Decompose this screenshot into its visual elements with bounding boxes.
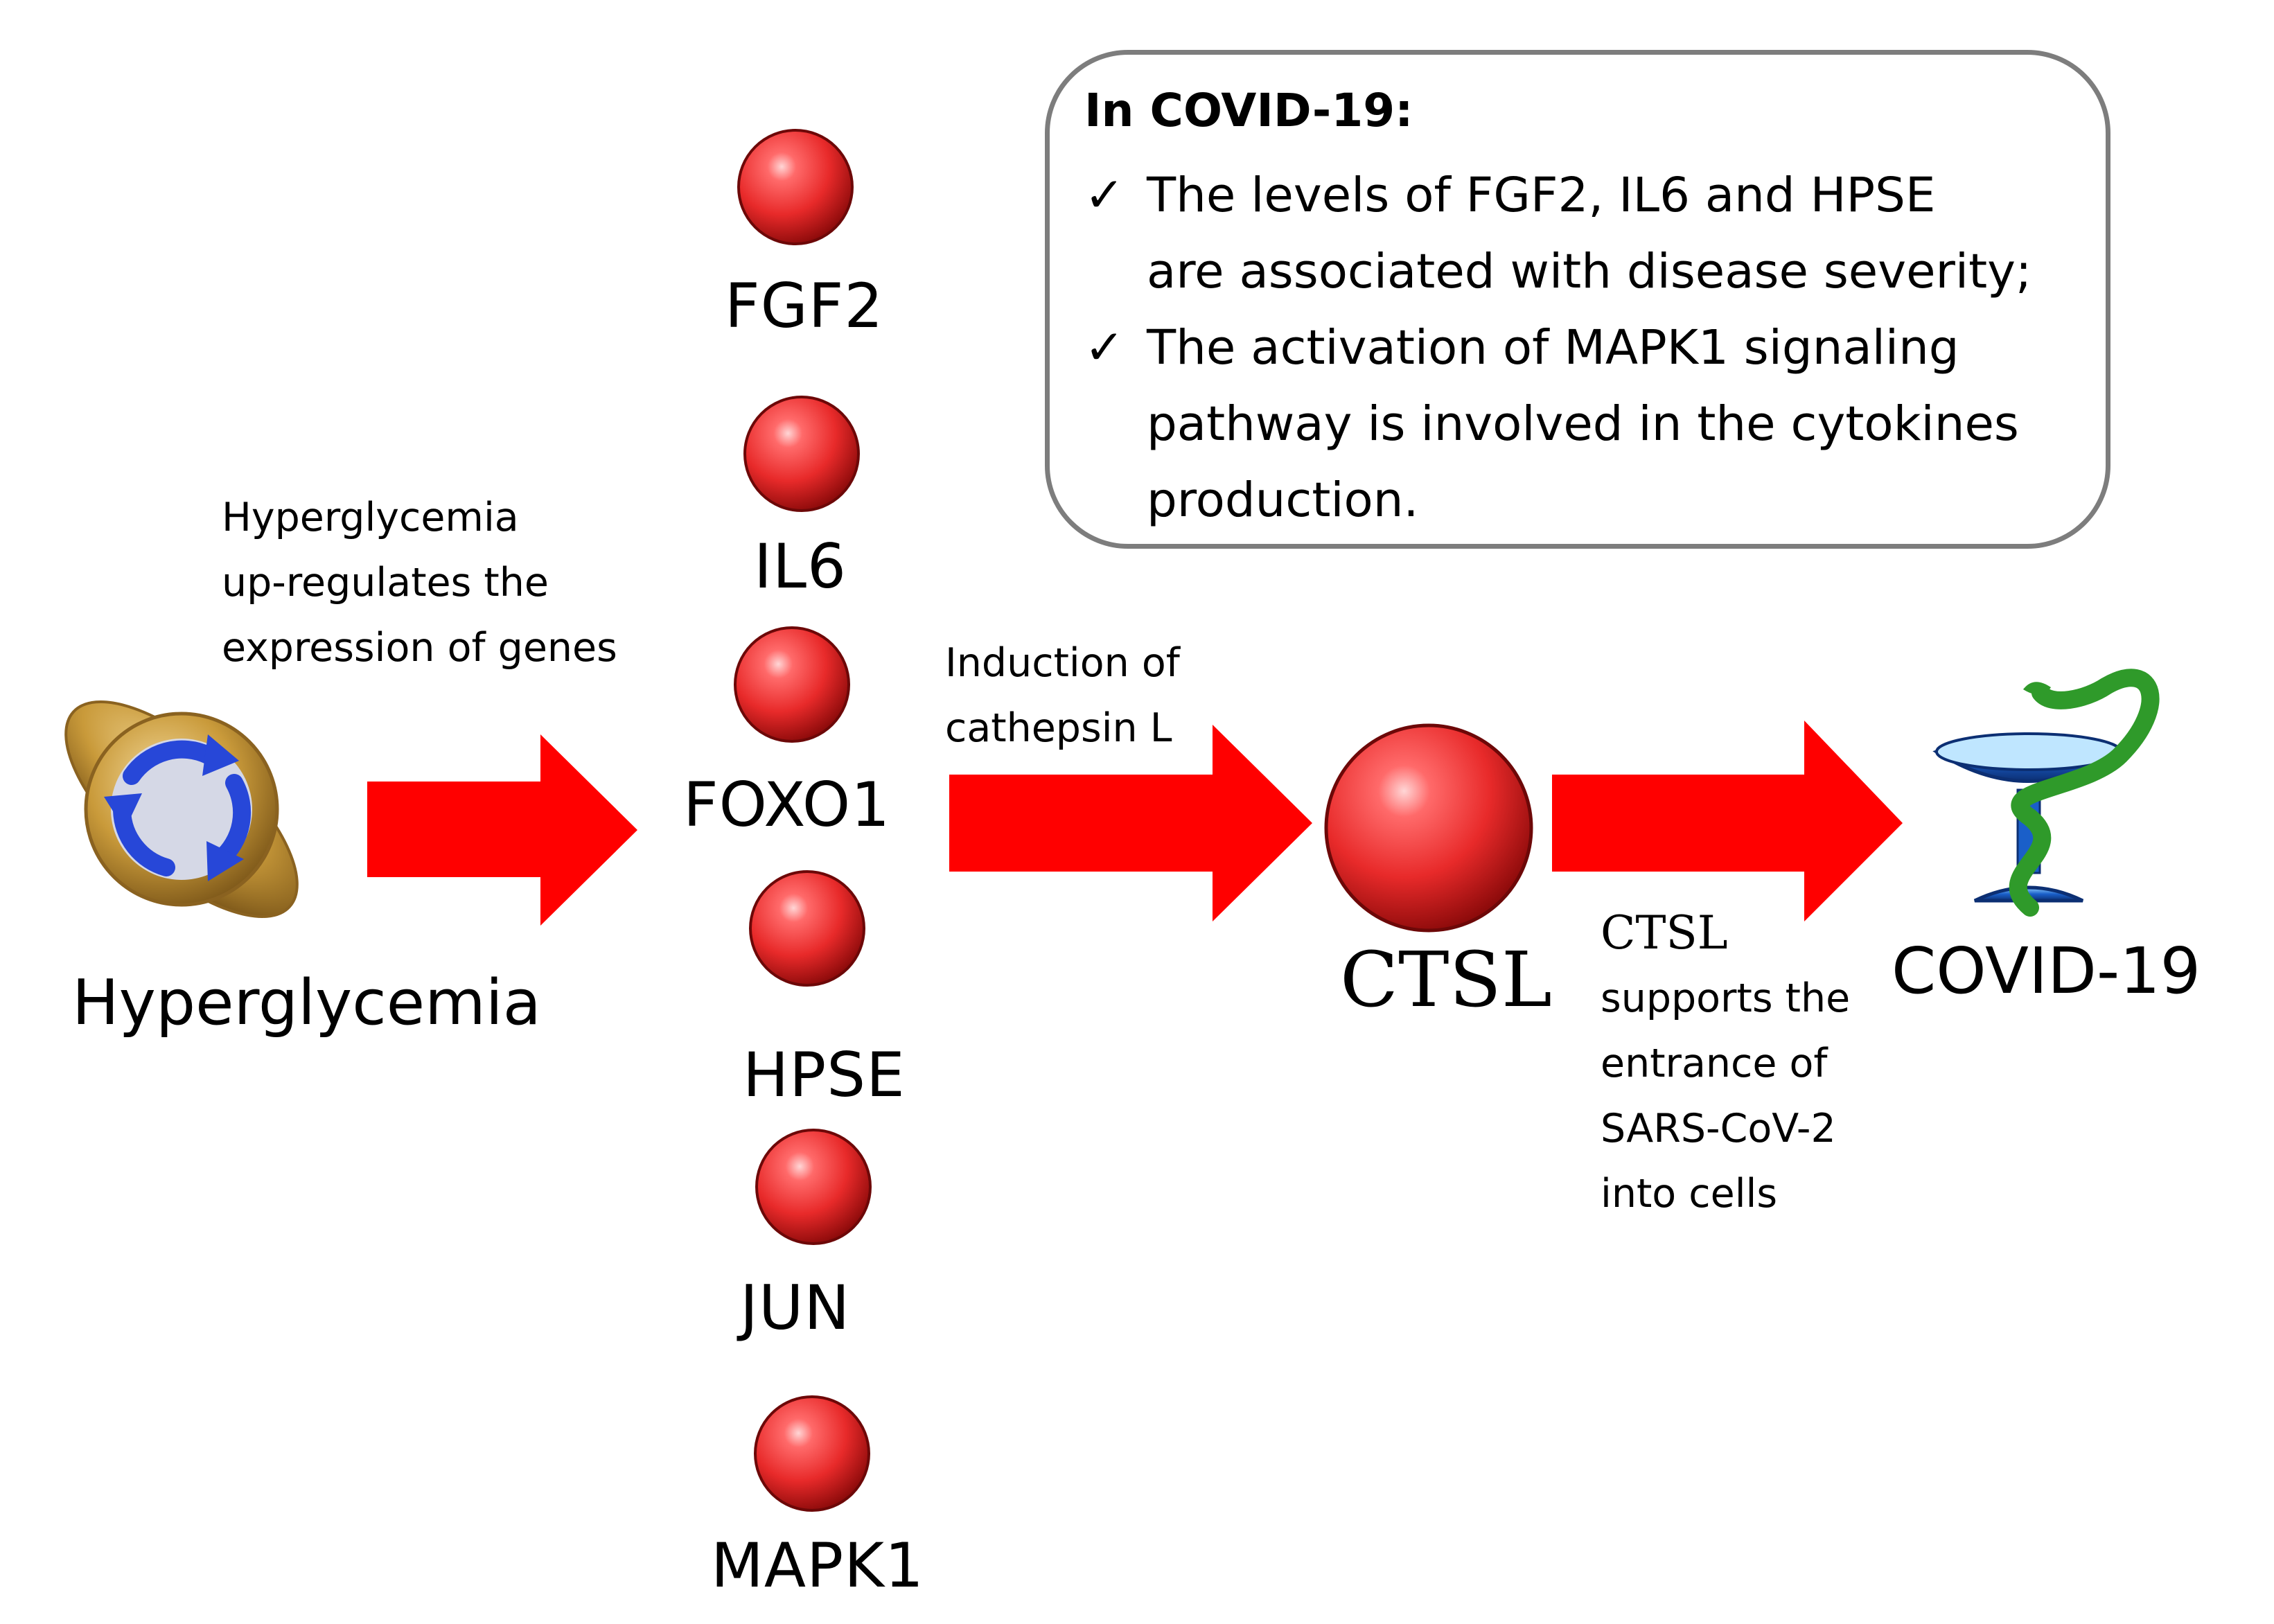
ctsl-note-line: SARS-CoV-2 xyxy=(1601,1106,1836,1151)
gene-spheres xyxy=(734,129,872,1512)
gene-label-mapk1: MAPK1 xyxy=(711,1530,924,1601)
covid-box-item-line: The activation of MAPK1 signaling xyxy=(1147,320,1959,376)
arrow-ctsl-to-covid xyxy=(1552,721,1903,921)
hyperglycemia-label: Hyperglycemia xyxy=(72,967,541,1039)
checkmark-icon: ✓ xyxy=(1084,320,1125,376)
ctsl-sphere xyxy=(1324,723,1533,933)
covid-label: COVID-19 xyxy=(1892,934,2201,1008)
covid-box-item: ✓ The activation of MAPK1 signaling pathw… xyxy=(1084,310,2019,538)
glucose-cycle-icon xyxy=(64,700,299,918)
gene-sphere-hpse xyxy=(749,870,865,987)
ctsl-note: CTSL supports the entrance of SARS-CoV-2… xyxy=(1601,901,1850,1226)
hyperglycemia-note-line: up-regulates the xyxy=(222,560,549,606)
arrow-genes-to-ctsl xyxy=(949,725,1312,921)
gene-sphere-fgf2 xyxy=(737,129,854,245)
covid-box-item-line: pathway is involved in the cytokines xyxy=(1147,396,2019,452)
arrow-hyperglycemia-to-genes xyxy=(367,734,637,926)
ctsl-note-title: CTSL xyxy=(1601,906,1728,960)
ctsl-note-line: supports the xyxy=(1601,976,1851,1021)
checkmark-icon: ✓ xyxy=(1084,168,1125,223)
hyperglycemia-note-line: expression of genes xyxy=(222,625,617,671)
gene-sphere-mapk1 xyxy=(754,1395,870,1512)
covid-box-heading: In COVID-19: xyxy=(1084,84,1413,137)
covid-box-item-line: The levels of FGF2, IL6 and HPSE xyxy=(1147,168,1936,223)
gene-label-jun: JUN xyxy=(740,1272,851,1343)
induction-note-line: cathepsin L xyxy=(945,705,1172,751)
covid-box-item-line: are associated with disease severity; xyxy=(1147,244,2032,299)
bowl-of-hygieia-icon xyxy=(1932,669,2160,917)
induction-note-line: Induction of xyxy=(945,640,1180,686)
gene-label-il6: IL6 xyxy=(754,531,847,602)
gene-label-foxo1: FOXO1 xyxy=(683,769,891,840)
gene-label-hpse: HPSE xyxy=(743,1039,906,1111)
gene-sphere-il6 xyxy=(743,396,860,512)
gene-label-fgf2: FGF2 xyxy=(725,270,884,342)
covid-box-item: ✓ The levels of FGF2, IL6 and HPSE are as… xyxy=(1084,157,2031,310)
hyperglycemia-note-line: Hyperglycemia xyxy=(222,495,519,540)
gene-sphere-foxo1 xyxy=(734,626,850,743)
covid-box-item-line: production. xyxy=(1147,473,1419,528)
covid-info-box: In COVID-19: ✓ The levels of FGF2, IL6 an… xyxy=(1045,50,2110,549)
ctsl-label: CTSL xyxy=(1340,935,1552,1024)
gene-sphere-jun xyxy=(755,1129,872,1245)
ctsl-note-line: entrance of xyxy=(1601,1041,1828,1086)
induction-note: Induction of cathepsin L xyxy=(945,630,1180,761)
ctsl-note-line: into cells xyxy=(1601,1171,1778,1217)
hyperglycemia-note: Hyperglycemia up-regulates the expressio… xyxy=(222,485,617,680)
